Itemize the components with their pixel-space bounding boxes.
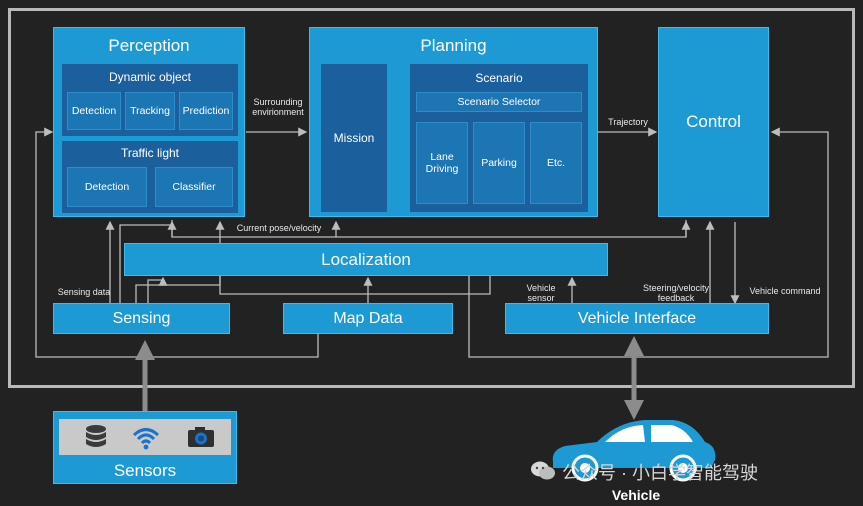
surrounding-label: Surrounding envirionment [252,97,304,117]
perception-block: Perception Dynamic object Detection Trac… [53,27,245,217]
scenario-group: Scenario Scenario Selector Lane Driving … [410,64,588,212]
tracking-node: Tracking [125,92,175,130]
car-icon [552,420,716,482]
steering-feedback-label: Steering/velocity feedback [642,283,710,303]
map-data-block: Map Data [283,303,453,334]
current-pose-label: Current pose/velocity [236,223,322,233]
system-frame [8,8,855,388]
mission-node: Mission [321,64,387,212]
sensor-icon-tray [59,419,231,455]
classifier-node: Classifier [155,167,233,207]
control-block: Control [658,27,769,217]
vehicle-sensor-label: Vehicle sensor [526,283,556,303]
parking-node: Parking [473,122,525,204]
perception-title: Perception [108,36,190,55]
traffic-light-title: Traffic light [120,146,180,160]
dynamic-object-group: Dynamic object Detection Tracking Predic… [62,64,238,136]
tl-detection-node: Detection [67,167,147,207]
detection-node: Detection [67,92,121,130]
vehicle-title: Vehicle [611,487,661,503]
watermark: 公众号 · 小白学智能驾驶 [562,463,758,483]
camera-icon [188,427,214,447]
prediction-node: Prediction [179,92,233,130]
database-icon [86,425,106,447]
wechat-icon [531,461,555,480]
planning-title: Planning [420,36,487,55]
scenario-selector-node: Scenario Selector [416,92,582,112]
etc-node: Etc. [530,122,582,204]
vehicle-command-label: Vehicle command [749,286,821,296]
localization-block: Localization [124,243,608,276]
planning-block: Planning Mission Scenario Scenario Selec… [309,27,598,217]
traffic-light-group: Traffic light Detection Classifier [62,141,238,213]
sensing-block: Sensing [53,303,230,334]
lane-driving-node: Lane Driving [416,122,468,204]
sensing-data-label: Sensing data [57,287,111,297]
vehicle-interface-block: Vehicle Interface [505,303,769,334]
scenario-title: Scenario [475,71,523,85]
wifi-icon [132,428,160,450]
trajectory-label: Trajectory [608,117,648,127]
sensors-block: Sensors [53,411,237,484]
sensors-title: Sensors [113,461,177,480]
dynamic-object-title: Dynamic object [108,70,192,84]
